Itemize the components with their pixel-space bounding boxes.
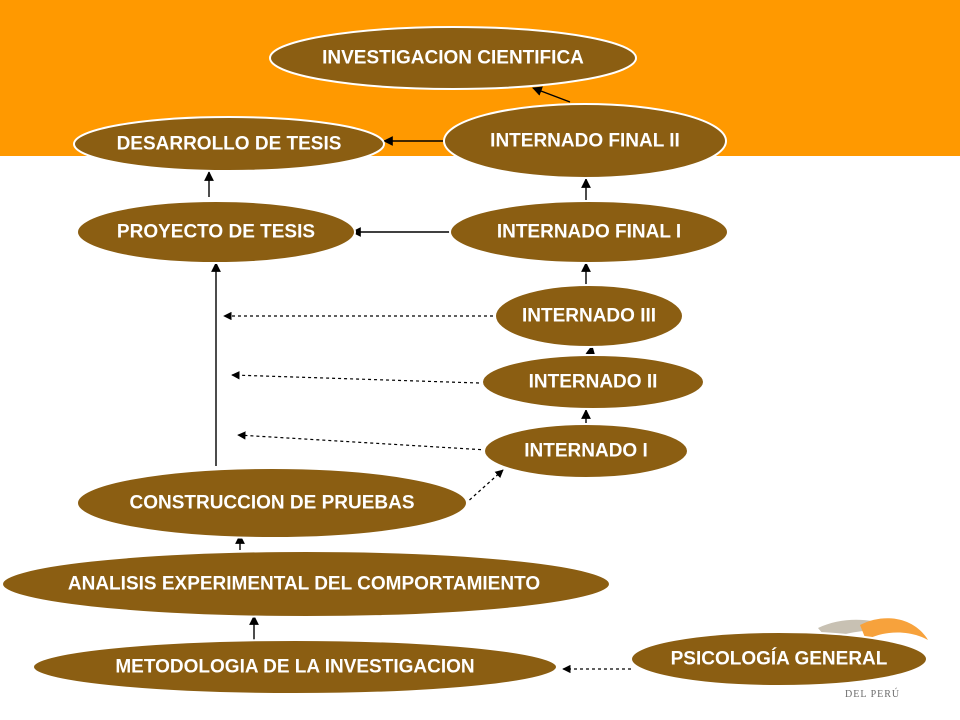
edge-internado-final-2-to-investigacion [532,86,571,103]
node-internado-1[interactable]: INTERNADO I [483,423,689,479]
edge-construccion-to-internado-1 [464,469,504,505]
node-label: DESARROLLO DE TESIS [117,134,342,155]
node-label: INTERNADO I [524,441,648,462]
node-label: METODOLOGIA DE LA INVESTIGACION [115,657,474,678]
node-internado-3[interactable]: INTERNADO III [494,284,684,348]
node-label: INTERNADO FINAL I [497,222,681,243]
node-label: CONSTRUCCION DE PRUEBAS [129,493,414,514]
logo-caption: DEL PERÚ [845,688,900,700]
node-label: INVESTIGACION CIENTIFICA [322,48,584,69]
node-analisis[interactable]: ANALISIS EXPERIMENTAL DEL COMPORTAMIENTO [1,550,611,618]
node-internado-final-2[interactable]: INTERNADO FINAL II [443,103,727,179]
node-construccion[interactable]: CONSTRUCCION DE PRUEBAS [76,467,468,539]
edge-internado-1-to-proyecto-tesis [237,431,488,451]
node-internado-final-1[interactable]: INTERNADO FINAL I [449,200,729,264]
node-label: INTERNADO FINAL II [490,131,680,152]
node-proyecto-tesis[interactable]: PROYECTO DE TESIS [76,200,356,264]
edge-internado-2-to-proyecto-tesis [231,371,480,384]
node-label: PROYECTO DE TESIS [117,222,315,243]
node-investigacion[interactable]: INVESTIGACION CIENTIFICA [269,26,637,90]
node-label: INTERNADO III [522,306,656,327]
node-internado-2[interactable]: INTERNADO II [481,354,705,410]
node-psicologia[interactable]: PSICOLOGÍA GENERAL [630,631,928,687]
node-label: ANALISIS EXPERIMENTAL DEL COMPORTAMIENTO [68,574,540,595]
node-label: PSICOLOGÍA GENERAL [671,648,888,670]
node-metodologia[interactable]: METODOLOGIA DE LA INVESTIGACION [32,639,558,695]
node-group: INVESTIGACION CIENTIFICA INTERNADO FINAL… [1,26,928,695]
node-desarrollo-tesis[interactable]: DESARROLLO DE TESIS [73,116,385,172]
node-label: INTERNADO II [529,372,658,393]
edge-group [204,86,631,674]
